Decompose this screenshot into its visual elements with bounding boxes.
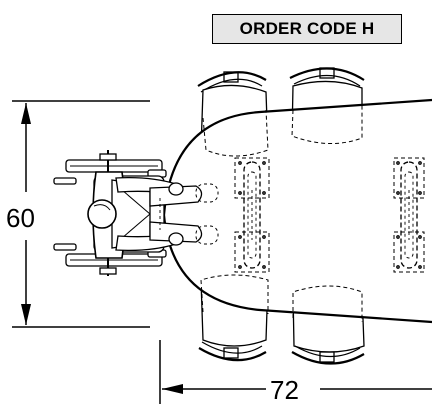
- hidden-chair-edges: [200, 104, 363, 322]
- table-base-left: [234, 157, 270, 273]
- dimension-depth: [12, 100, 150, 328]
- order-code-label: ORDER CODE H: [212, 14, 402, 44]
- table-base-right: [393, 157, 425, 273]
- dimension-length-label: 72: [270, 375, 299, 404]
- wheelchair-user: [53, 150, 219, 276]
- dimension-depth-label: 60: [6, 203, 35, 233]
- dimension-length: [159, 340, 432, 404]
